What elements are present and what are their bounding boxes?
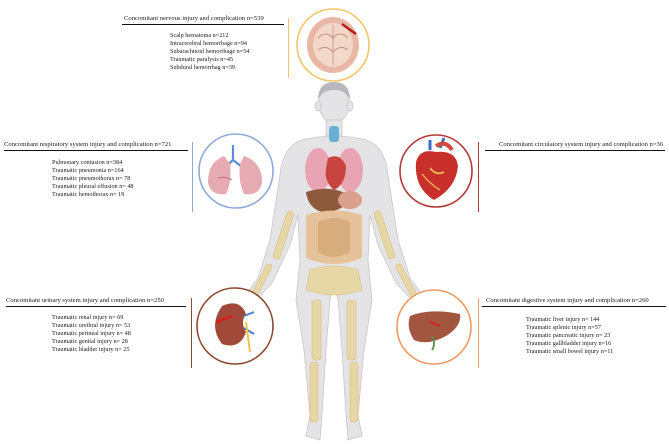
list-item: Traumatic renal injury n= 69 [52, 314, 124, 321]
urinary-panel: Concomitant urinary system injury and co… [6, 297, 186, 354]
brain-cross-section-icon [296, 8, 370, 82]
nervous-list: Scalp hematoma n=212 Intracerebral hemor… [170, 32, 282, 72]
list-item: Traumatic genital injury n= 28 [52, 337, 128, 345]
heart-icon [399, 134, 473, 208]
circulatory-accent-bar [478, 142, 479, 212]
list-item: Traumatic pancreatic injury n= 23 [526, 331, 611, 339]
urinary-rule [6, 306, 186, 307]
list-item: Traumatic pleural effusion n= 48 [52, 182, 134, 190]
nervous-accent-bar [288, 18, 289, 78]
nervous-title: Concomitant nervous injury and complicat… [124, 15, 264, 22]
list-item: Subarachnoid hemorrhage n=54 [170, 47, 250, 55]
organs [305, 126, 363, 264]
list-item: Traumatic paralysis n=45 [170, 55, 234, 63]
urinary-accent-bar [191, 298, 192, 368]
list-item: Traumatic bladder injury n= 25 [52, 345, 130, 353]
urinary-title: Concomitant urinary system injury and co… [6, 297, 164, 304]
list-item: Subdural hemorrhag n=39 [170, 63, 236, 71]
digestive-rule [482, 306, 666, 307]
nervous-panel: Concomitant nervous injury and complicat… [122, 15, 284, 72]
digestive-title: Concomitant digestive system injury and … [486, 297, 649, 304]
list-item: Traumatic pneumothorax n= 78 [52, 174, 131, 182]
circulatory-rule [485, 150, 665, 151]
list-item: Intracerebral hemorrhage n=94 [170, 39, 248, 47]
list-item: Traumatic urethral injury n= 53 [52, 321, 131, 329]
respiratory-rule [4, 150, 188, 151]
respiratory-accent-bar [192, 142, 193, 212]
hair [318, 82, 350, 100]
respiratory-panel: Concomitant respiratory system injury an… [4, 141, 188, 199]
respiratory-title: Concomitant respiratory system injury an… [4, 141, 172, 148]
urinary-list: Traumatic renal injury n= 69 Traumatic u… [52, 314, 186, 354]
list-item: Traumatic splenic injury n=57 [526, 323, 601, 331]
respiratory-list: Pulmonary contusion n=384 Traumatic pneu… [52, 159, 188, 199]
liver-icon [396, 289, 472, 365]
list-item: Traumatic small bowel injury n=11 [526, 347, 614, 355]
lungs-icon [198, 133, 274, 209]
list-item: Traumatic gallbladder injury n=16 [526, 339, 612, 347]
circulatory-panel: Concomitant circulatory system injury an… [485, 141, 665, 151]
skeleton [249, 210, 419, 423]
kidney-icon [196, 287, 274, 365]
list-item: Scalp hematoma n=212 [170, 32, 229, 39]
circulatory-title: Concomitant circulatory system injury an… [499, 141, 664, 148]
digestive-list: Traumatic liver injury n= 144 Traumatic … [526, 316, 666, 356]
list-item: Traumatic liver injury n= 144 [526, 316, 600, 323]
list-item: Pulmonary contusion n=384 [52, 159, 123, 166]
list-item: Traumatic hemothorax n= 19 [52, 190, 125, 198]
list-item: Traumatic perineal injury n= 48 [52, 329, 131, 337]
nervous-rule [122, 24, 284, 25]
list-item: Traumatic pneumonia n=164 [52, 166, 124, 174]
digestive-accent-bar [478, 298, 479, 368]
digestive-panel: Concomitant digestive system injury and … [482, 297, 666, 356]
